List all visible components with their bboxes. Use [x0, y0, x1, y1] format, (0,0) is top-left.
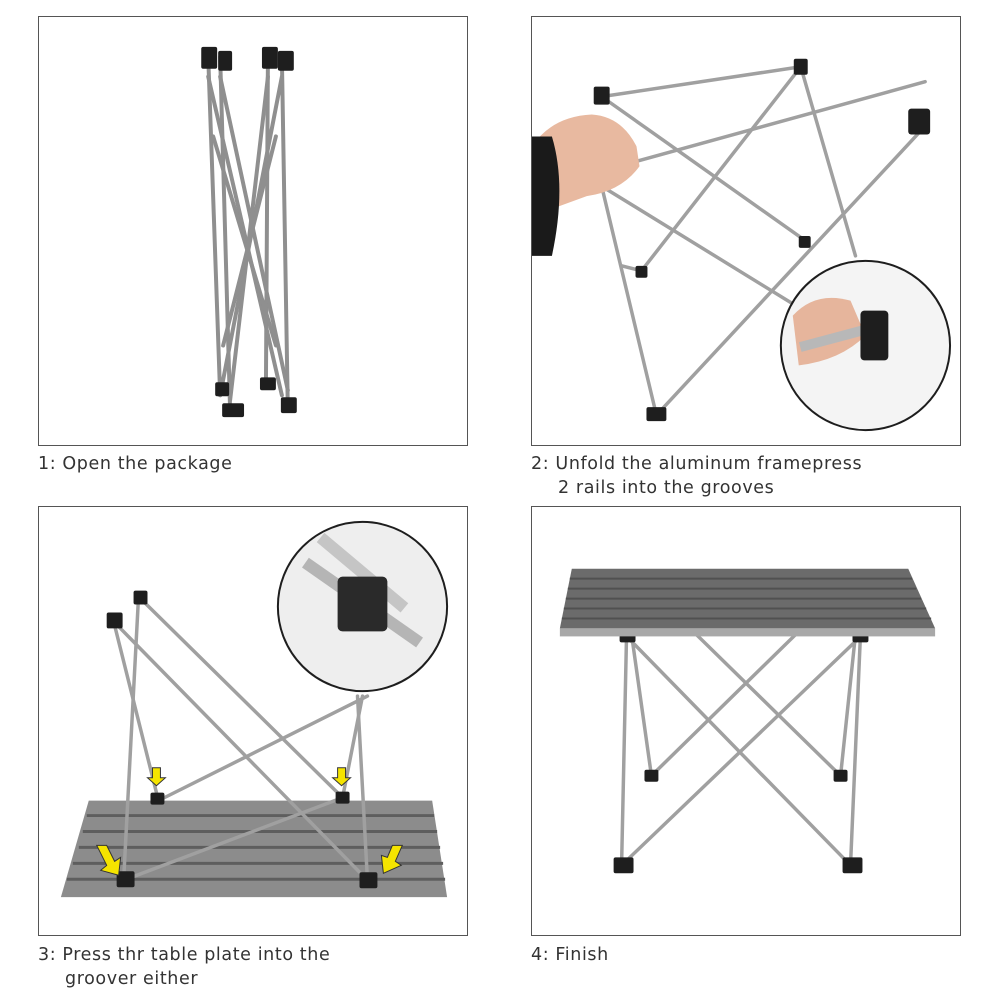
table-plate	[60, 800, 448, 898]
assembly-illustration	[60, 520, 449, 898]
step-number: 4:	[531, 945, 550, 965]
step-4-image	[531, 506, 961, 936]
table-top	[559, 568, 936, 637]
unfolding-frame-illustration	[532, 58, 952, 432]
step-4-caption: 4: Finish	[531, 943, 609, 967]
step-3-caption: 3: Press thr table plate into the groover…	[38, 943, 330, 991]
step-text-line2: 2 rails into the grooves	[558, 478, 775, 498]
finished-table-illustration	[559, 568, 936, 874]
folded-frame-illustration	[201, 46, 297, 418]
step-text: Press thr table plate into the	[62, 945, 331, 965]
step-text: Open the package	[62, 454, 233, 474]
foot-caps	[201, 46, 297, 418]
hand-icon	[532, 114, 640, 256]
step-1-image	[38, 16, 468, 446]
step-text: Finish	[555, 945, 609, 965]
step-text: Unfold the aluminum framepress	[555, 454, 863, 474]
foot-caps	[106, 590, 378, 889]
step-1-caption: 1: Open the package	[38, 452, 232, 476]
step-number: 1:	[38, 454, 57, 474]
step-text-line2: groover either	[65, 969, 199, 989]
step-2-caption: 2: Unfold the aluminum framepress 2 rails…	[531, 452, 862, 500]
foot-caps	[593, 58, 931, 422]
step-2-image	[531, 16, 961, 446]
magnifier-detail-icon	[276, 520, 449, 693]
arrow-down-icon	[95, 767, 404, 876]
step-number: 3:	[38, 945, 57, 965]
magnifier-detail-icon	[779, 259, 952, 432]
step-number: 2:	[531, 454, 550, 474]
step-3-image	[38, 506, 468, 936]
